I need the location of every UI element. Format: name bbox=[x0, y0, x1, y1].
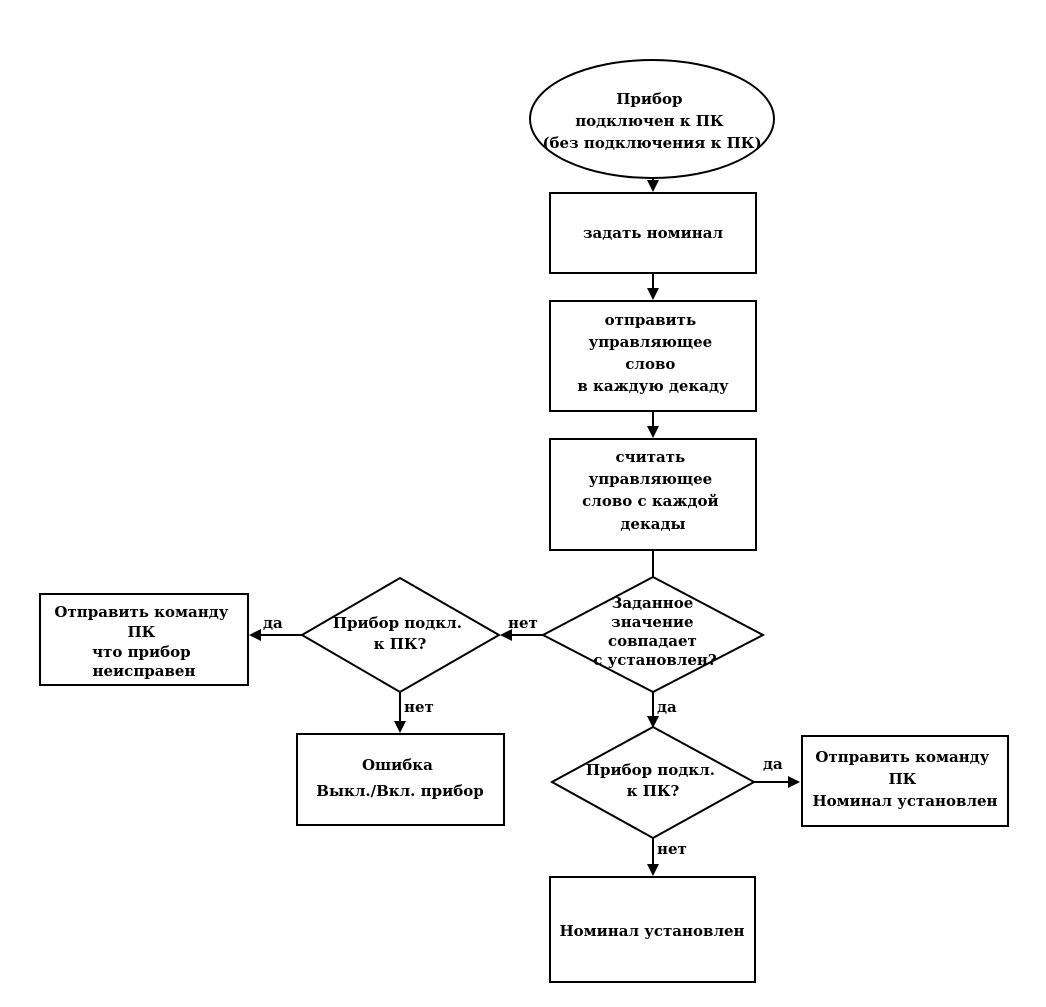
decision-device-connected-left bbox=[300, 576, 502, 694]
edge-label-match-yes: да bbox=[657, 698, 677, 716]
arrowhead bbox=[788, 776, 800, 788]
error-restart-text: Ошибка Выкл./Вкл. прибор bbox=[316, 756, 483, 800]
arrowhead bbox=[647, 288, 659, 300]
arrowhead bbox=[647, 180, 659, 192]
arrowhead bbox=[500, 629, 512, 641]
process-send-faulty-command bbox=[39, 593, 249, 686]
send-faulty-command-text: Отправить команду ПК что прибор неисправ… bbox=[54, 603, 233, 680]
arrowhead bbox=[249, 629, 261, 641]
send-nominal-command-text: Отправить команду ПК Номинал установлен bbox=[812, 748, 997, 810]
arrowhead bbox=[647, 426, 659, 438]
connectors bbox=[249, 178, 800, 876]
start-terminator bbox=[529, 59, 775, 179]
edge-label-right-no: нет bbox=[657, 840, 687, 858]
edge-label-left-yes: да bbox=[263, 614, 283, 632]
nominal-set-text: Номинал установлен bbox=[559, 922, 744, 940]
set-nominal-text: задать номинал bbox=[583, 224, 724, 242]
read-control-word-text: считать управляющее слово с каждой декад… bbox=[582, 448, 724, 533]
device-connected-left-text: Прибор подкл. к ПК? bbox=[333, 614, 467, 653]
edge-label-match-no: нет bbox=[508, 614, 538, 632]
send-control-word-text: отправить управляющее слово в каждую дек… bbox=[577, 311, 729, 395]
decision-device-connected-right bbox=[549, 725, 757, 840]
device-connected-right-text: Прибор подкл. к ПК? bbox=[586, 761, 720, 800]
edge-label-left-no: нет bbox=[404, 698, 434, 716]
start-terminator-text: Прибор подключен к ПК (без подключения к… bbox=[542, 90, 761, 152]
process-set-nominal bbox=[549, 192, 757, 274]
decision-value-matches bbox=[540, 575, 766, 694]
value-matches-text: Заданное значение совпадает с установлен… bbox=[593, 594, 717, 669]
arrowhead bbox=[647, 864, 659, 876]
edge-label-right-yes: да bbox=[763, 755, 783, 773]
arrowhead bbox=[647, 716, 659, 728]
process-send-control-word bbox=[549, 300, 757, 412]
process-error-restart bbox=[296, 733, 505, 826]
process-read-control-word bbox=[549, 438, 757, 551]
arrowhead bbox=[394, 721, 406, 733]
process-nominal-set bbox=[549, 876, 756, 983]
process-send-nominal-command bbox=[801, 735, 1009, 827]
